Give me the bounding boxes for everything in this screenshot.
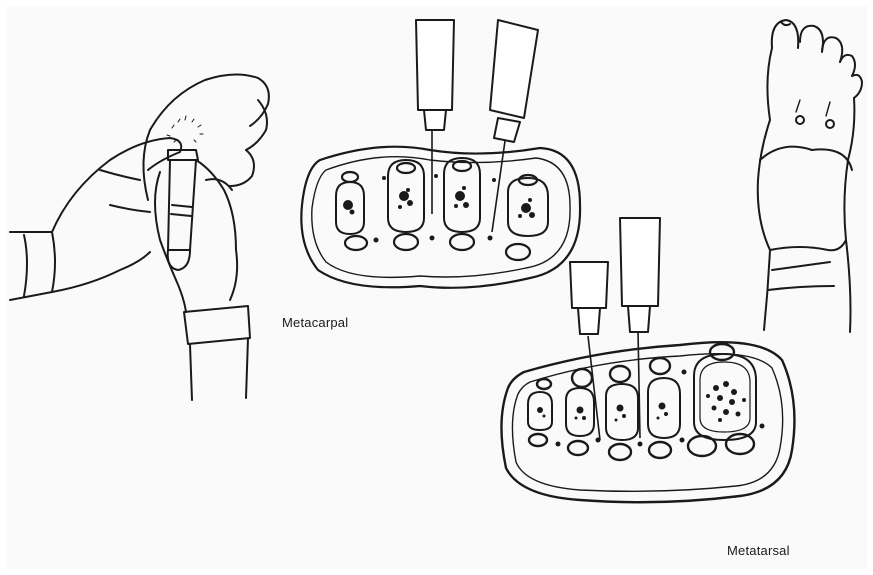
metacarpal-label: Metacarpal	[282, 315, 348, 330]
metatarsal-label: Metatarsal	[727, 543, 790, 558]
